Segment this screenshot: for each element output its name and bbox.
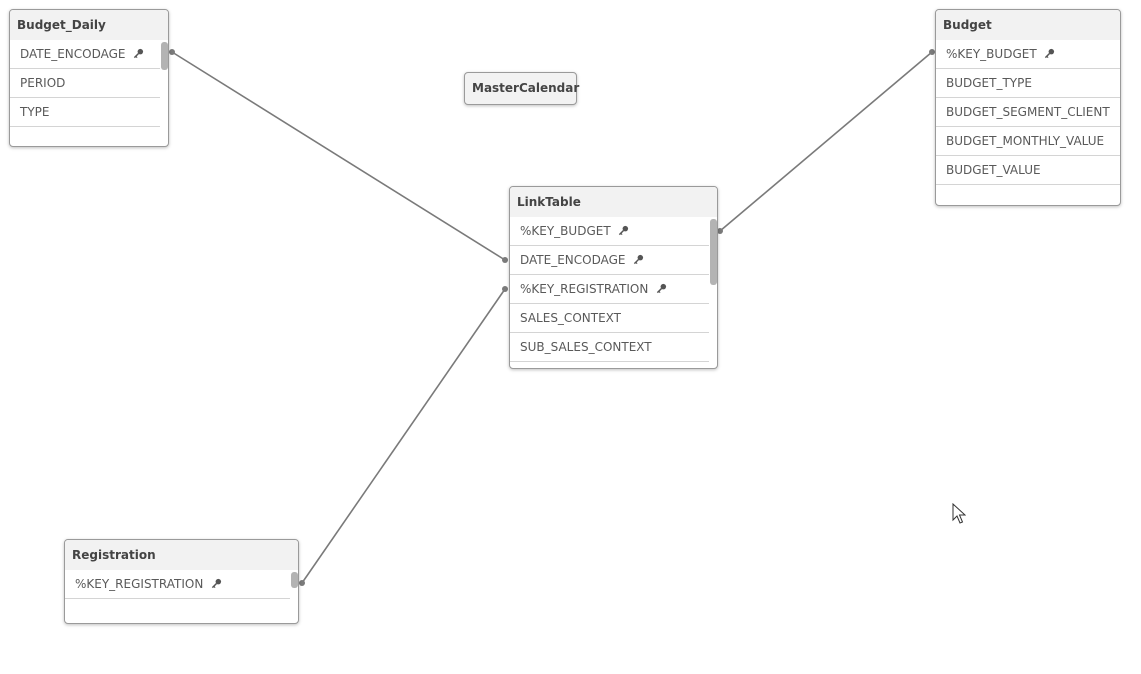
field-name: DATE_ENCODAGE bbox=[520, 253, 626, 267]
field-name: %KEY_REGISTRATION bbox=[520, 282, 649, 296]
key-icon bbox=[211, 578, 222, 589]
field-row[interactable]: SUB_SALES_CONTEXT bbox=[510, 333, 709, 362]
table-title: MasterCalendar bbox=[472, 81, 580, 95]
field-name: %KEY_BUDGET bbox=[520, 224, 611, 238]
table-budget-daily[interactable]: Budget_Daily DATE_ENCODAGE PERIOD TYPE bbox=[9, 9, 169, 147]
field-name: SUB_SALES_CONTEXT bbox=[520, 340, 652, 354]
field-row[interactable]: %KEY_REGISTRATION bbox=[65, 570, 290, 599]
table-budget[interactable]: Budget %KEY_BUDGET BUDGET_TYPE BUDGET_SE… bbox=[935, 9, 1121, 206]
key-icon bbox=[656, 283, 667, 294]
table-master-calendar[interactable]: MasterCalendar bbox=[464, 72, 580, 105]
field-row[interactable]: BUDGET_MONTHLY_VALUE bbox=[936, 127, 1120, 156]
field-name: BUDGET_SEGMENT_CLIENT bbox=[946, 105, 1110, 119]
link-line-budget-daily-to-linktable[interactable] bbox=[171, 51, 506, 261]
key-icon bbox=[634, 254, 644, 265]
field-name: %KEY_BUDGET bbox=[946, 47, 1037, 61]
field-row[interactable]: SALES_CONTEXT bbox=[510, 304, 709, 333]
field-row[interactable]: PERIOD bbox=[10, 69, 160, 98]
field-row[interactable]: DATE_ENCODAGE bbox=[10, 40, 160, 69]
key-icon bbox=[1045, 48, 1055, 59]
link-dot-budget-daily bbox=[169, 49, 175, 55]
key-icon bbox=[134, 48, 144, 59]
table-title[interactable]: Budget bbox=[936, 10, 1120, 40]
field-row[interactable]: %KEY_REGISTRATION bbox=[510, 275, 709, 304]
field-row[interactable]: TYPE bbox=[10, 98, 160, 127]
field-row[interactable]: %KEY_BUDGET bbox=[936, 40, 1120, 69]
field-name: BUDGET_TYPE bbox=[946, 76, 1032, 90]
scrollbar[interactable] bbox=[161, 42, 168, 70]
table-registration[interactable]: Registration %KEY_REGISTRATION bbox=[64, 539, 299, 624]
field-name: %KEY_REGISTRATION bbox=[75, 577, 204, 591]
field-name: TYPE bbox=[20, 105, 50, 119]
field-row[interactable]: BUDGET_VALUE bbox=[936, 156, 1120, 185]
field-row[interactable]: BUDGET_SEGMENT_CLIENT bbox=[936, 98, 1120, 127]
link-line-registration-to-linktable[interactable] bbox=[301, 288, 506, 584]
field-name: PERIOD bbox=[20, 76, 66, 90]
table-title[interactable]: LinkTable bbox=[510, 187, 717, 217]
link-dot-registration bbox=[299, 580, 305, 586]
field-row[interactable]: %KEY_BUDGET bbox=[510, 217, 709, 246]
link-dot-linktable-registration bbox=[502, 286, 508, 292]
field-name: SALES_CONTEXT bbox=[520, 311, 621, 325]
table-title[interactable]: Registration bbox=[65, 540, 298, 570]
field-name: BUDGET_MONTHLY_VALUE bbox=[946, 134, 1105, 148]
field-list[interactable]: %KEY_BUDGET DATE_ENCODAGE %KEY_REGISTRAT… bbox=[510, 217, 717, 364]
field-name: DATE_ENCODAGE bbox=[20, 47, 126, 61]
table-linktable[interactable]: LinkTable %KEY_BUDGET DATE_ENCODAGE %KEY… bbox=[509, 186, 718, 369]
field-row[interactable]: BUDGET_TYPE bbox=[936, 69, 1120, 98]
field-list[interactable]: %KEY_REGISTRATION bbox=[65, 570, 298, 623]
key-icon bbox=[619, 225, 629, 236]
link-line-budget-to-linktable[interactable] bbox=[719, 51, 933, 232]
scrollbar[interactable] bbox=[710, 219, 717, 285]
table-title[interactable]: Budget_Daily bbox=[10, 10, 168, 40]
field-name: BUDGET_VALUE bbox=[946, 163, 1041, 177]
field-list[interactable]: %KEY_BUDGET BUDGET_TYPE BUDGET_SEGMENT_C… bbox=[936, 40, 1120, 205]
link-dot-linktable-date bbox=[502, 257, 508, 263]
field-row[interactable]: DATE_ENCODAGE bbox=[510, 246, 709, 275]
field-list[interactable]: DATE_ENCODAGE PERIOD TYPE bbox=[10, 40, 168, 146]
scrollbar[interactable] bbox=[291, 572, 298, 588]
mouse-cursor-icon bbox=[952, 503, 966, 524]
